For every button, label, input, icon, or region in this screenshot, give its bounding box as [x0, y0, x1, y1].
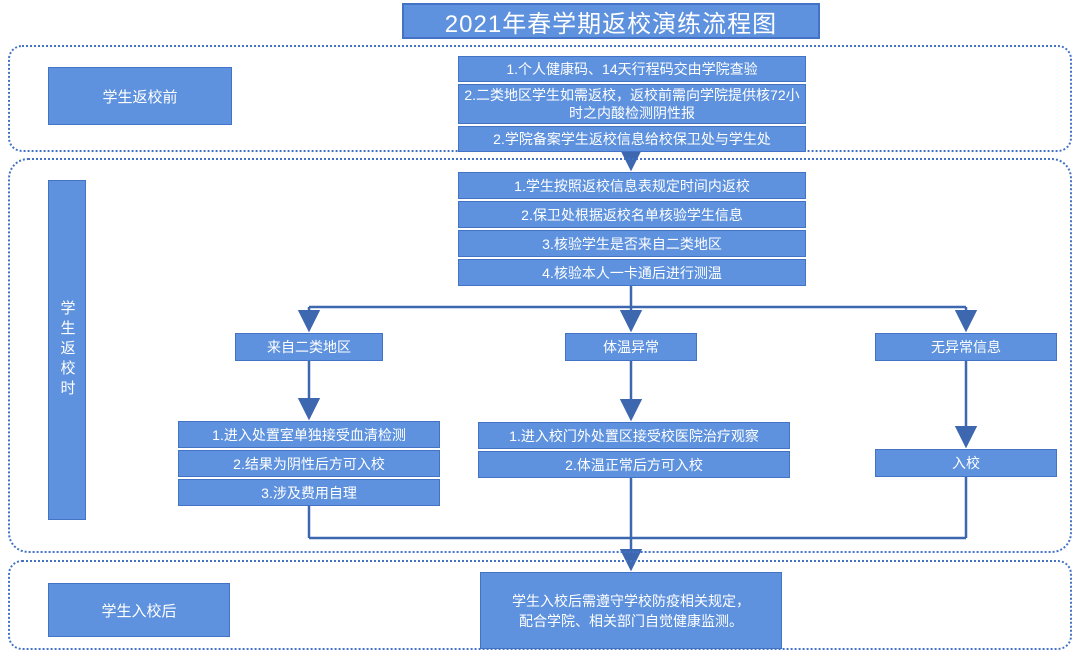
after-entry-note-line2: 配合学院、相关部门自觉健康监测。 [519, 612, 743, 629]
action-item: 3.涉及费用自理 [178, 479, 440, 506]
step-item: 1.个人健康码、14天行程码交由学院查验 [458, 56, 806, 82]
section-after-label: 学生入校后 [48, 583, 230, 637]
action-item: 1.进入处置室单独接受血清检测 [178, 421, 440, 448]
action-item: 2.结果为阴性后方可入校 [178, 450, 440, 477]
section-during-steps: 1.学生按照返校信息表规定时间内返校 2.保卫处根据返校名单核验学生信息 3.核… [458, 172, 806, 286]
condition-abnormal-temperature: 体温异常 [565, 333, 697, 361]
action-enter-school: 入校 [875, 449, 1057, 477]
step-item: 2.二类地区学生如需返校，返校前需向学院提供核72小时之内酸检测阴性报 [458, 84, 806, 124]
step-item: 1.学生按照返校信息表规定时间内返校 [458, 172, 806, 199]
section-during-border [8, 158, 1072, 553]
actions-second-class-region: 1.进入处置室单独接受血清检测 2.结果为阴性后方可入校 3.涉及费用自理 [178, 421, 440, 506]
condition-second-class-region: 来自二类地区 [235, 333, 383, 361]
action-item: 2.体温正常后方可入校 [478, 451, 790, 478]
section-before-label: 学生返校前 [48, 67, 232, 125]
section-during-label: 学生返校时 [48, 180, 86, 520]
action-item: 1.进入校门外处置区接受校医院治疗观察 [478, 422, 790, 449]
condition-no-abnormality: 无异常信息 [875, 333, 1057, 361]
step-item: 3.核验学生是否来自二类地区 [458, 230, 806, 257]
actions-abnormal-temperature: 1.进入校门外处置区接受校医院治疗观察 2.体温正常后方可入校 [478, 422, 790, 478]
after-entry-note-line1: 学生入校后需遵守学校防疫相关规定， [512, 592, 750, 609]
step-item: 2.学院备案学生返校信息给校保卫处与学生处 [458, 126, 806, 152]
section-before-steps: 1.个人健康码、14天行程码交由学院查验 2.二类地区学生如需返校，返校前需向学… [458, 56, 806, 152]
step-item: 2.保卫处根据返校名单核验学生信息 [458, 201, 806, 228]
flowchart-title: 2021年春学期返校演练流程图 [402, 3, 820, 39]
section-after-border [8, 560, 1072, 650]
after-entry-note: 学生入校后需遵守学校防疫相关规定， 配合学院、相关部门自觉健康监测。 [480, 572, 782, 649]
step-item: 4.核验本人一卡通后进行测温 [458, 259, 806, 286]
